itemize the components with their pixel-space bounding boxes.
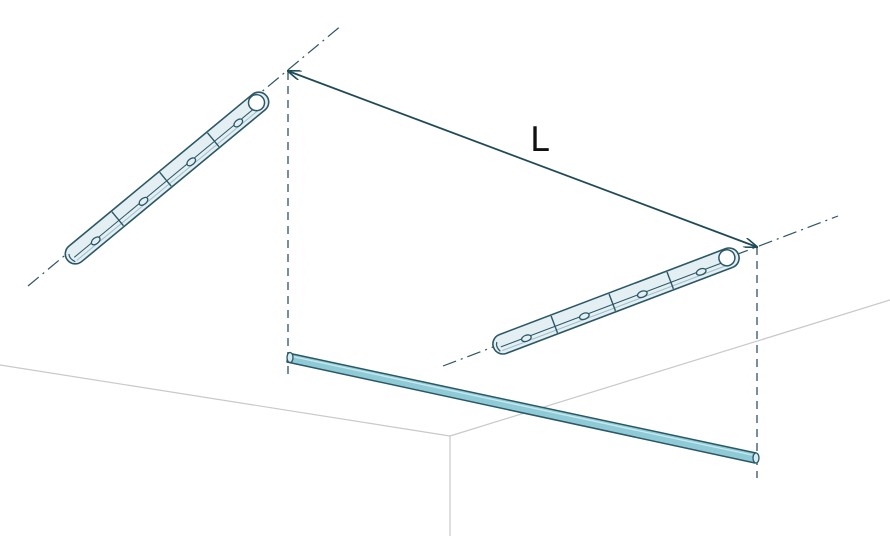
wall-ceiling-edge-left bbox=[0, 364, 451, 437]
curtain-rod bbox=[286, 351, 760, 464]
wall-rail-right bbox=[492, 247, 740, 355]
dimension-label-l: L bbox=[530, 120, 549, 160]
rod-end-right bbox=[752, 452, 760, 464]
center-line-left-rail bbox=[27, 24, 343, 287]
rod-end-left bbox=[286, 351, 294, 364]
wall-rail-left bbox=[64, 91, 270, 265]
dimension-arrow bbox=[288, 71, 757, 247]
wall-ceiling-edge-right bbox=[449, 299, 890, 437]
